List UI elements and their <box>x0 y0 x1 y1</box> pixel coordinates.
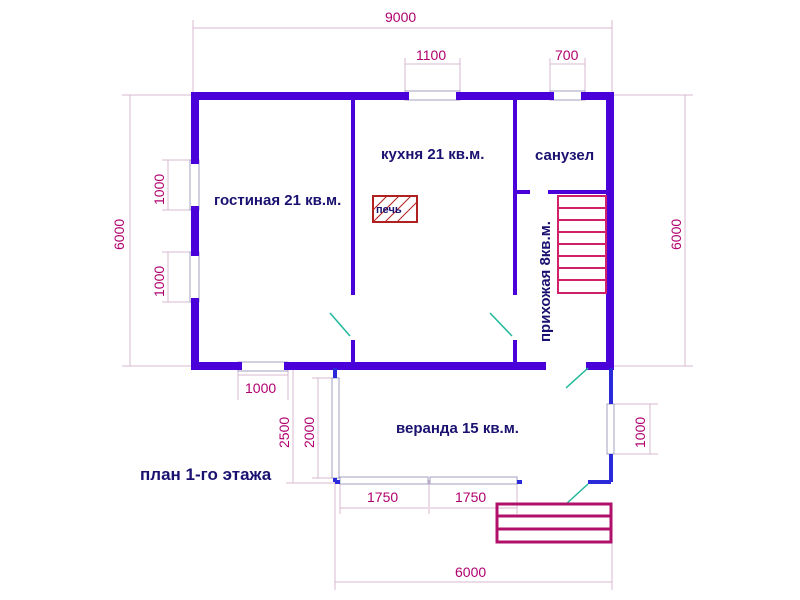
veranda-window-right <box>606 403 615 455</box>
bathroom-window <box>549 90 586 101</box>
porch-steps <box>495 502 613 544</box>
bathroom-label: санузел <box>535 147 594 164</box>
living-door <box>329 312 351 337</box>
dim-left-total: 6000 <box>111 219 127 250</box>
dim-top-total: 9000 <box>385 9 416 25</box>
dim-veranda-window-1: 1750 <box>367 489 398 505</box>
living-room-label: гостиная 21 кв.м. <box>214 192 341 209</box>
dim-top-kitchen-window: 1100 <box>416 47 446 63</box>
entrance-door <box>565 367 589 389</box>
living-window-top <box>189 159 200 211</box>
dim-right-total: 6000 <box>668 219 684 250</box>
veranda-window-bottom-1 <box>339 476 429 485</box>
kitchen-door <box>489 312 513 337</box>
exterior-walls <box>191 92 614 370</box>
veranda-door <box>564 483 589 506</box>
interior-walls <box>351 100 607 364</box>
dim-veranda-window-2: 1750 <box>455 489 486 505</box>
dim-bottom-total: 6000 <box>455 564 486 580</box>
kitchen-window <box>404 90 461 101</box>
veranda-window-left <box>331 377 340 479</box>
veranda-window-bottom-2 <box>429 476 518 485</box>
dim-left-window-2: 1000 <box>151 266 167 297</box>
dim-left-window-1: 1000 <box>151 174 167 205</box>
veranda-label: веранда 15 кв.м. <box>396 420 519 437</box>
dim-veranda-inner: 2000 <box>301 417 317 448</box>
door-swings <box>329 312 589 506</box>
stove: печь <box>372 195 418 223</box>
hallway-label: прихожая 8кв.м. <box>537 221 554 342</box>
dim-bottom-living-window: 1000 <box>245 380 276 396</box>
stove-label: печь <box>376 204 402 216</box>
windows <box>189 90 615 485</box>
kitchen-label: кухня 21 кв.м. <box>381 146 484 163</box>
dim-veranda-outer: 2500 <box>276 417 292 448</box>
veranda-walls <box>333 368 613 484</box>
living-window-bottom <box>189 251 200 303</box>
stairs <box>557 195 607 294</box>
dim-top-bath-window: 700 <box>555 47 579 63</box>
living-window-south <box>237 361 289 372</box>
plan-title: план 1-го этажа <box>140 465 272 484</box>
dim-veranda-right-window: 1000 <box>632 417 648 448</box>
